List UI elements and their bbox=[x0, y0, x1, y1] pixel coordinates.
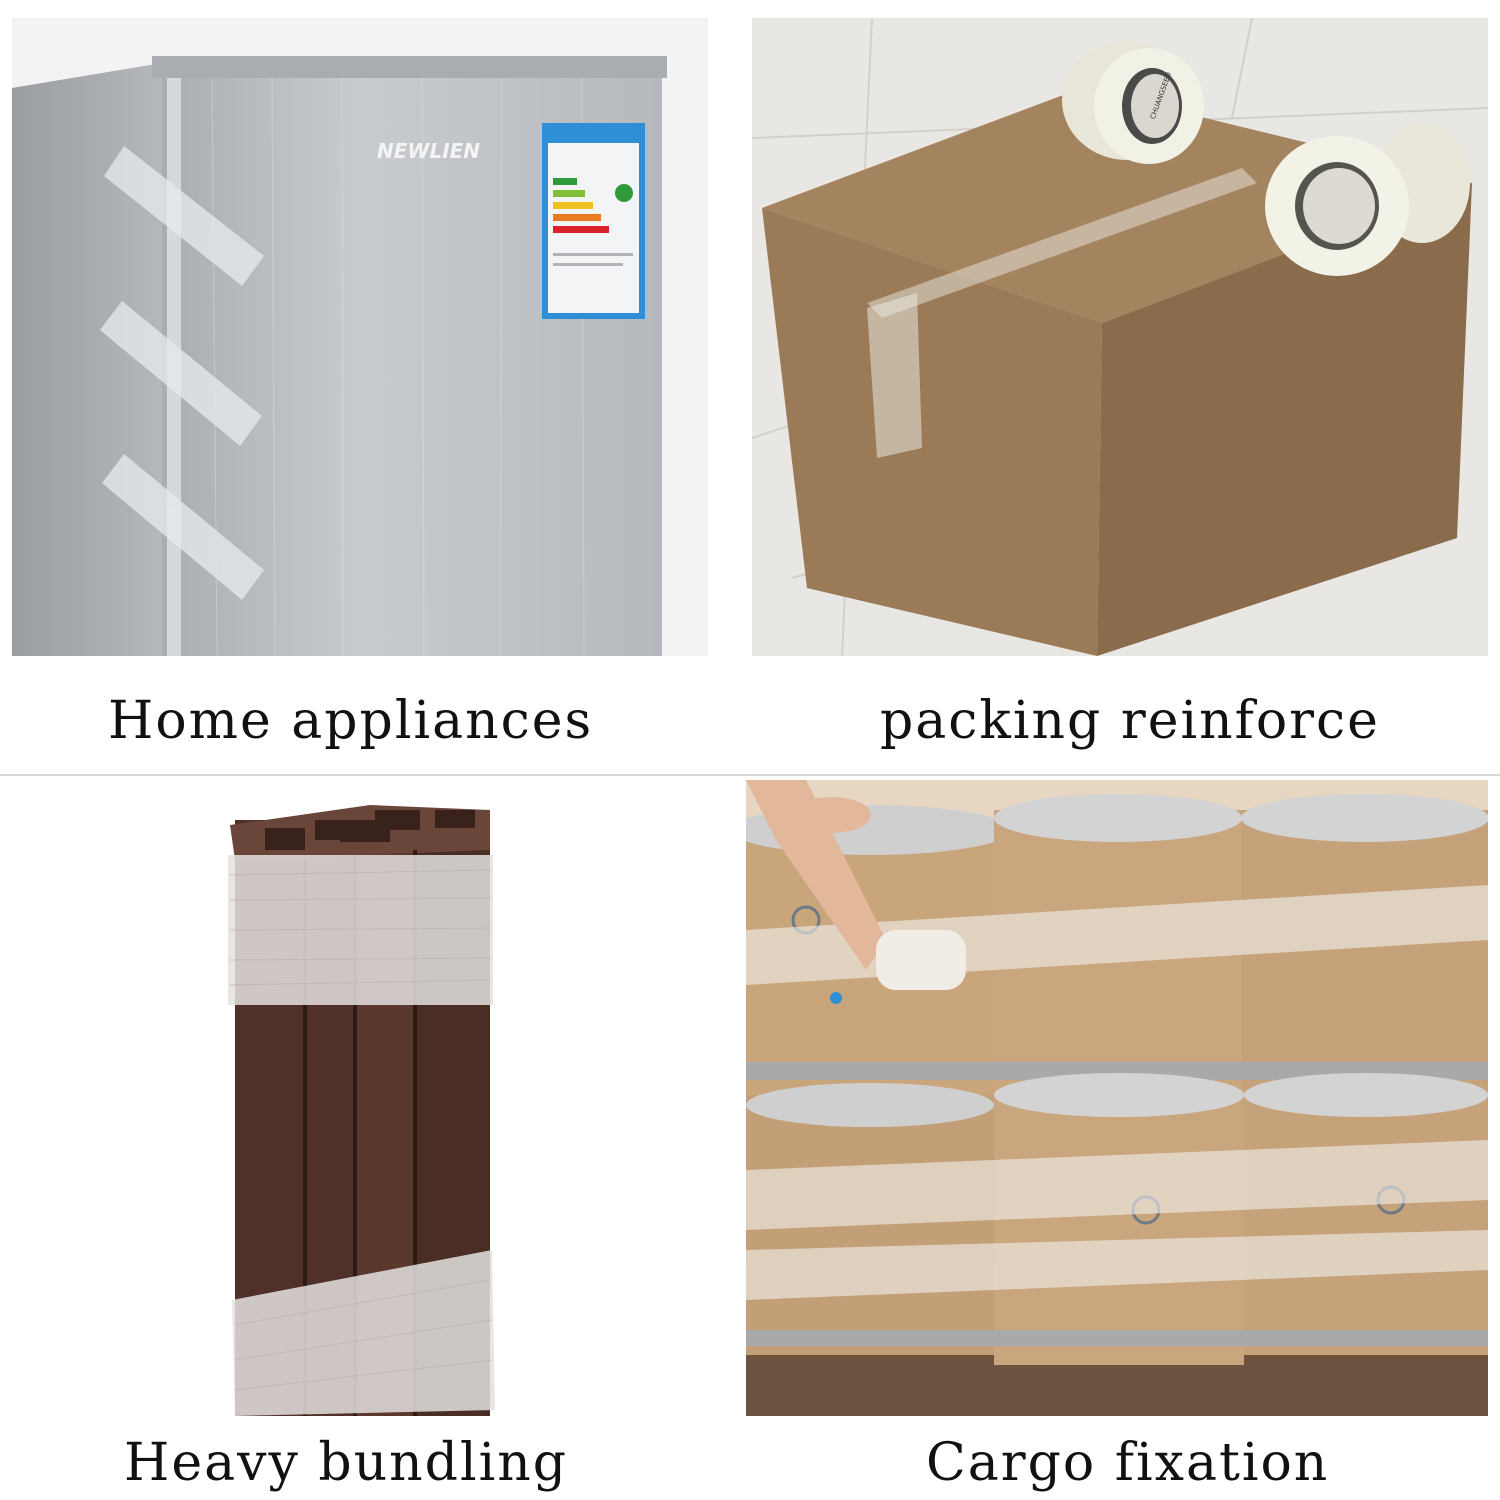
energy-label bbox=[542, 123, 645, 319]
tape-roll-right bbox=[1265, 123, 1470, 276]
box-illustration: CHUANGSEED bbox=[752, 18, 1488, 656]
caption-packing-reinforce: packing reinforce bbox=[880, 691, 1380, 751]
photo-packing-reinforce: CHUANGSEED bbox=[752, 18, 1488, 656]
tape-wraps bbox=[228, 855, 495, 1416]
drum-blue-dot bbox=[830, 992, 842, 1004]
caption-cargo-fixation: Cargo fixation bbox=[926, 1433, 1330, 1493]
drums-illustration bbox=[746, 780, 1488, 1416]
caption-heavy-bundling: Heavy bundling bbox=[124, 1433, 568, 1493]
tape-roll-left: CHUANGSEED bbox=[1062, 40, 1204, 164]
hands bbox=[746, 780, 966, 990]
bundle-illustration bbox=[40, 780, 708, 1416]
tape-strips bbox=[100, 146, 264, 600]
fridge-illustration: NEWLIEN bbox=[12, 18, 708, 656]
photo-cargo-fixation bbox=[746, 780, 1488, 1416]
photo-home-appliances: NEWLIEN bbox=[12, 18, 708, 656]
caption-home-appliances: Home appliances bbox=[108, 691, 594, 751]
fridge-brand-text: NEWLIEN bbox=[377, 139, 480, 163]
row-divider bbox=[0, 774, 1500, 776]
photo-heavy-bundling bbox=[40, 780, 708, 1416]
